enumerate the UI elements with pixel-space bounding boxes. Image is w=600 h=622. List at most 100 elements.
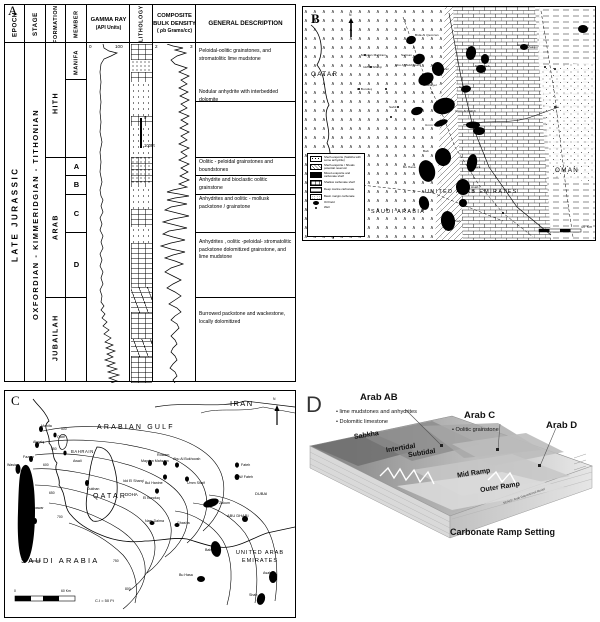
bullet-ab-0: • lime mudstones and anhydrites: [336, 409, 417, 415]
density-scale-min: 2: [155, 44, 158, 49]
field-label-c-2: Fazran: [23, 455, 35, 459]
legend-item-3: Shallow carbonate shelf: [310, 179, 362, 186]
description-3: Oolitic - peloidal grainstones and bound…: [199, 159, 273, 173]
legend-swatch-shallow-carbonate-shelf: [310, 179, 322, 186]
field-label-c-17: SW Fateh: [237, 475, 253, 479]
field-label-c-24: Asab: [263, 571, 272, 575]
gamma-ray-log: [99, 44, 121, 383]
description-2: Nodular anhydrite with interbedded dolom…: [199, 89, 279, 103]
panel-b-letter: B: [311, 11, 320, 26]
depth-scale-bar: [140, 118, 143, 148]
legend-label-2: Mixed evaporite and carbonate shelf: [324, 170, 351, 179]
stage-label: OXFORDIAN - KIMMERIDGIAN - TITHONIAN: [31, 108, 40, 320]
label-saudi-arabia-c: SAUDI ARABIA: [21, 556, 100, 565]
panel-b-map-graphic: ∧: [303, 7, 595, 240]
description-4: Anhydrite and bioclastic oolitic grainst…: [199, 177, 268, 191]
field-label-c-18: Zakum: [219, 501, 230, 505]
city-doha-c: DOHA: [125, 492, 138, 497]
panel-a-header-row: [5, 5, 295, 43]
epoch-late-jurassic: LATE JURASSIC: [10, 166, 20, 262]
panel-c-letter: C: [11, 393, 20, 408]
contour-label-3: 650: [49, 491, 55, 495]
bullet-c-0: • Oolitic grainstone: [452, 427, 499, 433]
bulk-density-log: [159, 44, 190, 383]
field-label-c-12: Maydan Mahzam: [141, 459, 169, 463]
legend-label-7: Well: [324, 205, 330, 210]
field-label-b-18: Bu Hasa: [403, 165, 416, 169]
member-d: D: [73, 260, 80, 269]
field-label-b-16: Umm Shaif: [425, 123, 442, 127]
field-label-b-9: Nasr: [466, 47, 473, 51]
legend-item-7: Well: [310, 205, 362, 210]
legend-label-4: Deep marine carbonate: [324, 187, 355, 192]
field-label-b-13: Satah: [459, 85, 468, 89]
bullet-ab-1: • Dolomitic limestone: [336, 419, 388, 425]
field-label-b-14: Sahil: [389, 105, 397, 109]
formation-arab: ARAB: [52, 214, 60, 240]
field-label-c-10: Idd El Sharqi: [123, 479, 144, 483]
member-c: C: [73, 208, 80, 218]
label-uae-b: UNITED ARAB EMIRATES: [425, 189, 518, 195]
field-label-b-12: Arzanah: [517, 43, 530, 47]
bullet-dot-icon-2: •: [336, 419, 338, 425]
contour-label-1: 550: [51, 447, 57, 451]
field-label-c-3: Wasia: [7, 463, 17, 467]
north-arrow-b: [348, 18, 354, 37]
bullet-ab-0-text: lime mudstones and anhydrites: [339, 409, 417, 415]
label-bahrain-c: BAHRAIN: [71, 449, 94, 454]
header-gamma-ray-units: (API Units): [95, 24, 122, 31]
heading-arab-ab: Arab AB: [360, 392, 398, 403]
legend-label-0: Shelf evaporite (Sabkha with some anhydr…: [324, 155, 361, 163]
header-gamma-ray-title: GAMMA RAY: [90, 16, 127, 23]
city-abu-dhabi-c: ABU DHABI: [227, 513, 249, 518]
field-label-c-20: Nasr Dalma: [145, 519, 164, 523]
legend-item-1: Shelf evaporite / Shoals potential reser…: [310, 162, 362, 171]
contour-label-4: 700: [57, 515, 63, 519]
scale-bar-c: [14, 595, 76, 602]
panel-c-structure-map: C IRAN ARABIAN GULF SAUDI ARABIA QATAR B…: [4, 390, 296, 618]
legend-swatch-basin-margin-carbonate: [310, 193, 322, 200]
field-label-b-7: Mubarraz: [435, 67, 449, 71]
field-label-c-0: Manifa: [41, 424, 52, 428]
depth-scale-bottom: 100Ft: [144, 143, 155, 148]
legend-swatch-shelf-evaporite-shoals: [310, 164, 322, 171]
header-bulk-density-units: ( ρb Grams/cc): [156, 28, 193, 35]
field-label-c-25: Shah: [249, 593, 258, 597]
field-label-b-11: SW Fateh: [475, 64, 490, 68]
bullet-ab-1-text: Dolomitic limestone: [339, 419, 389, 425]
field-label-b-3: Abu Al Bukhoosh: [395, 63, 421, 67]
field-label-c-14: Abu Al Bukhoosh: [173, 457, 201, 461]
description-5: Anhydrites and oolitic - mollusk packsto…: [199, 196, 270, 210]
panel-d-letter: D: [306, 392, 322, 417]
legend-label-3: Shallow carbonate shelf: [324, 179, 355, 184]
panel-a-letter: A: [8, 3, 18, 18]
contour-label-6: 800: [125, 587, 131, 591]
label-arabian-gulf-c: ARABIAN GULF: [97, 424, 175, 431]
field-label-c-21: Ghasha: [177, 521, 190, 525]
contour-label-2: 600: [43, 463, 49, 467]
label-iran-c: IRAN: [230, 399, 254, 408]
field-label-c-8: Awali: [73, 459, 82, 463]
legend-label-5: Basin margin carbonate: [324, 194, 355, 199]
bullet-dot-icon-3: •: [452, 427, 454, 433]
north-label-b: N: [349, 13, 352, 17]
scale-max-c: 60 Km: [61, 589, 71, 593]
legend-label-6: Oil Field: [324, 200, 335, 205]
member-a: A: [73, 161, 80, 171]
legend-swatch-mixed-evaporite-carbonate: [310, 172, 322, 179]
legend-label-1: Shelf evaporite / Shoals potential reser…: [324, 162, 355, 171]
panel-d-diagram-graphic: [309, 409, 593, 539]
bullet-c-0-text: Oolitic grainstone: [455, 427, 499, 433]
header-gamma-ray: GAMMA RAY (API Units): [87, 5, 130, 43]
label-qatar-c: QATAR: [93, 493, 128, 500]
contour-interval-c: C.I = 50 Ft: [95, 598, 114, 603]
field-label-c-19: El Bunduq: [143, 496, 160, 500]
gamma-scale-max: 100: [115, 44, 123, 49]
header-bulk-density-title: COMPOSITE BULK DENSITY: [153, 12, 196, 27]
scale-label-b: 40 Km: [581, 225, 593, 229]
field-label-b-1: Bida Al Qemzan: [415, 33, 439, 37]
field-label-b-22: Zakum: [528, 45, 538, 49]
legend-swatch-deep-marine-carbonate: [310, 186, 322, 193]
member-manifa: MANIFA: [73, 49, 80, 75]
field-label-b-10: Fateh: [481, 55, 490, 59]
